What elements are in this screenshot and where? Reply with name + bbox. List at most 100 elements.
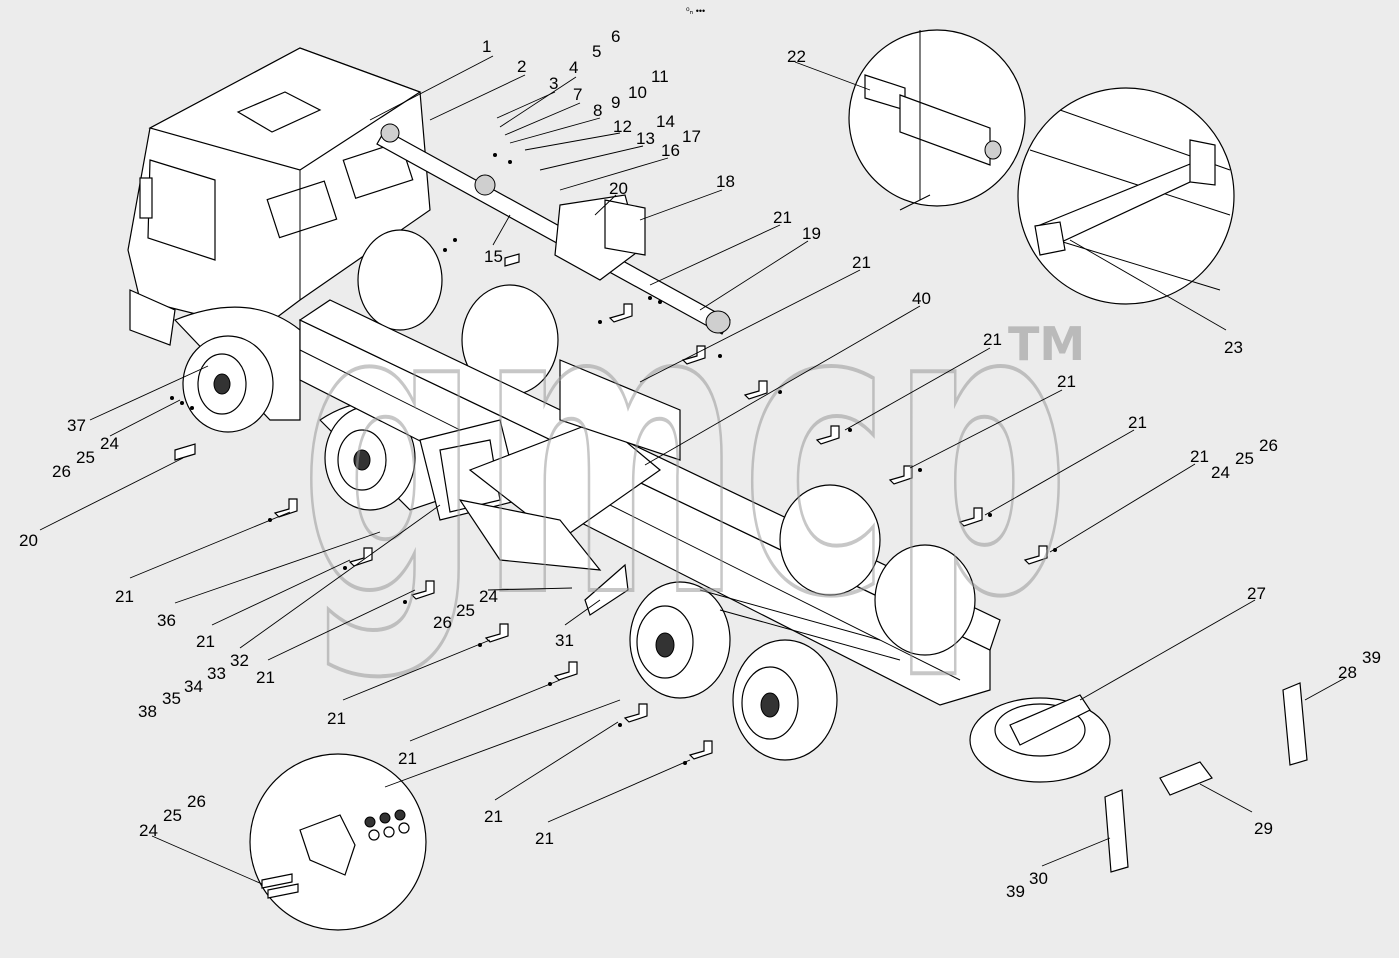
leader-line bbox=[1069, 239, 1227, 331]
watermark-tm: TM bbox=[1008, 317, 1085, 371]
leader-line bbox=[844, 347, 991, 431]
callout-c12: 12 bbox=[613, 117, 632, 136]
leader-line bbox=[547, 759, 691, 823]
callout-c29: 29 bbox=[1254, 819, 1273, 838]
leader-line bbox=[639, 189, 723, 221]
callout-c25a: 25 bbox=[1235, 449, 1254, 468]
callout-c10: 10 bbox=[628, 83, 647, 102]
callout-c20a: 20 bbox=[609, 179, 628, 198]
leader-line bbox=[487, 587, 573, 591]
callout-c38: 38 bbox=[138, 702, 157, 721]
leader-line bbox=[909, 389, 1063, 469]
callout-c21d: 21 bbox=[1057, 372, 1076, 391]
callout-c26b: 26 bbox=[52, 462, 71, 481]
mud-flaps bbox=[1104, 682, 1308, 873]
leader-lines bbox=[39, 55, 1346, 885]
detail-circle-valves bbox=[848, 29, 1026, 211]
callout-c2: 2 bbox=[517, 57, 526, 76]
callout-c36: 36 bbox=[157, 611, 176, 630]
callout-c25c: 25 bbox=[456, 601, 475, 620]
leader-line bbox=[794, 61, 871, 91]
callout-c39b: 39 bbox=[1006, 882, 1025, 901]
rear-wheels bbox=[629, 484, 976, 761]
detail-circle-bracket bbox=[1017, 87, 1235, 305]
callout-c9: 9 bbox=[611, 93, 620, 112]
leader-line bbox=[984, 429, 1135, 516]
leader-line bbox=[539, 145, 644, 171]
callout-c22: 22 bbox=[787, 47, 806, 66]
callout-c15: 15 bbox=[484, 247, 503, 266]
leader-line bbox=[39, 457, 184, 531]
callout-c18: 18 bbox=[716, 172, 735, 191]
callout-c25b: 25 bbox=[76, 448, 95, 467]
driveshaft bbox=[376, 123, 731, 335]
callout-c4: 4 bbox=[569, 58, 578, 77]
leader-line bbox=[129, 511, 291, 579]
callout-c24c: 24 bbox=[479, 587, 498, 606]
leader-line bbox=[494, 721, 619, 801]
leader-line bbox=[499, 76, 577, 128]
callout-c13: 13 bbox=[636, 129, 655, 148]
leader-line bbox=[1041, 837, 1111, 867]
leader-line bbox=[492, 214, 511, 246]
header-glyph: ⁰ₙ ••• bbox=[686, 6, 705, 16]
leader-line bbox=[1304, 677, 1346, 701]
callout-c6: 6 bbox=[611, 27, 620, 46]
callout-c24a: 24 bbox=[1211, 463, 1230, 482]
callout-c20b: 20 bbox=[19, 531, 38, 550]
callout-c21m: 21 bbox=[535, 829, 554, 848]
leader-line bbox=[504, 102, 581, 136]
callout-c21b: 21 bbox=[852, 253, 871, 272]
front-wheel bbox=[173, 306, 301, 433]
callout-c33: 33 bbox=[207, 664, 226, 683]
callout-c25d: 25 bbox=[163, 806, 182, 825]
leader-line bbox=[174, 531, 381, 604]
callout-c8: 8 bbox=[593, 101, 602, 120]
callout-c35: 35 bbox=[162, 689, 181, 708]
leader-line bbox=[509, 117, 601, 144]
leader-line bbox=[369, 55, 494, 121]
leader-line bbox=[559, 157, 669, 191]
watermark: gmcp TM bbox=[298, 218, 1085, 687]
callout-c14: 14 bbox=[656, 112, 675, 131]
leader-line bbox=[1199, 783, 1253, 813]
callout-c27: 27 bbox=[1247, 584, 1266, 603]
callout-c21e: 21 bbox=[1128, 413, 1147, 432]
callout-c31: 31 bbox=[555, 631, 574, 650]
callout-c16: 16 bbox=[661, 141, 680, 160]
callout-c26d: 26 bbox=[187, 792, 206, 811]
fastener-dots bbox=[170, 153, 1057, 765]
leader-line bbox=[644, 305, 921, 466]
leader-line bbox=[239, 504, 441, 649]
leader-line bbox=[151, 835, 263, 885]
leader-line bbox=[1079, 599, 1256, 701]
callout-c11: 11 bbox=[651, 67, 669, 86]
leader-line bbox=[496, 91, 556, 119]
callout-c21i: 21 bbox=[256, 668, 275, 687]
leader-line bbox=[342, 639, 491, 701]
callout-c40: 40 bbox=[912, 289, 931, 308]
leader-line bbox=[89, 365, 209, 421]
callout-c17: 17 bbox=[682, 127, 701, 146]
spare-wheel bbox=[969, 694, 1111, 783]
callout-c24b: 24 bbox=[100, 434, 119, 453]
callout-c26c: 26 bbox=[433, 613, 452, 632]
leader-line bbox=[524, 132, 621, 151]
callout-c21c: 21 bbox=[983, 330, 1002, 349]
callout-c21k: 21 bbox=[398, 749, 417, 768]
callout-c21g: 21 bbox=[115, 587, 134, 606]
callout-c26a: 26 bbox=[1259, 436, 1278, 455]
leader-line bbox=[267, 589, 416, 661]
callout-c34: 34 bbox=[184, 677, 203, 696]
callout-c19: 19 bbox=[802, 224, 821, 243]
leader-line bbox=[429, 74, 526, 121]
callout-c32: 32 bbox=[230, 651, 249, 670]
callout-c21a: 21 bbox=[773, 208, 792, 227]
leader-line bbox=[409, 679, 561, 742]
callout-c21f: 21 bbox=[1190, 447, 1209, 466]
leader-line bbox=[1049, 463, 1196, 553]
callout-c21l: 21 bbox=[484, 807, 503, 826]
truck-cab bbox=[127, 47, 431, 346]
